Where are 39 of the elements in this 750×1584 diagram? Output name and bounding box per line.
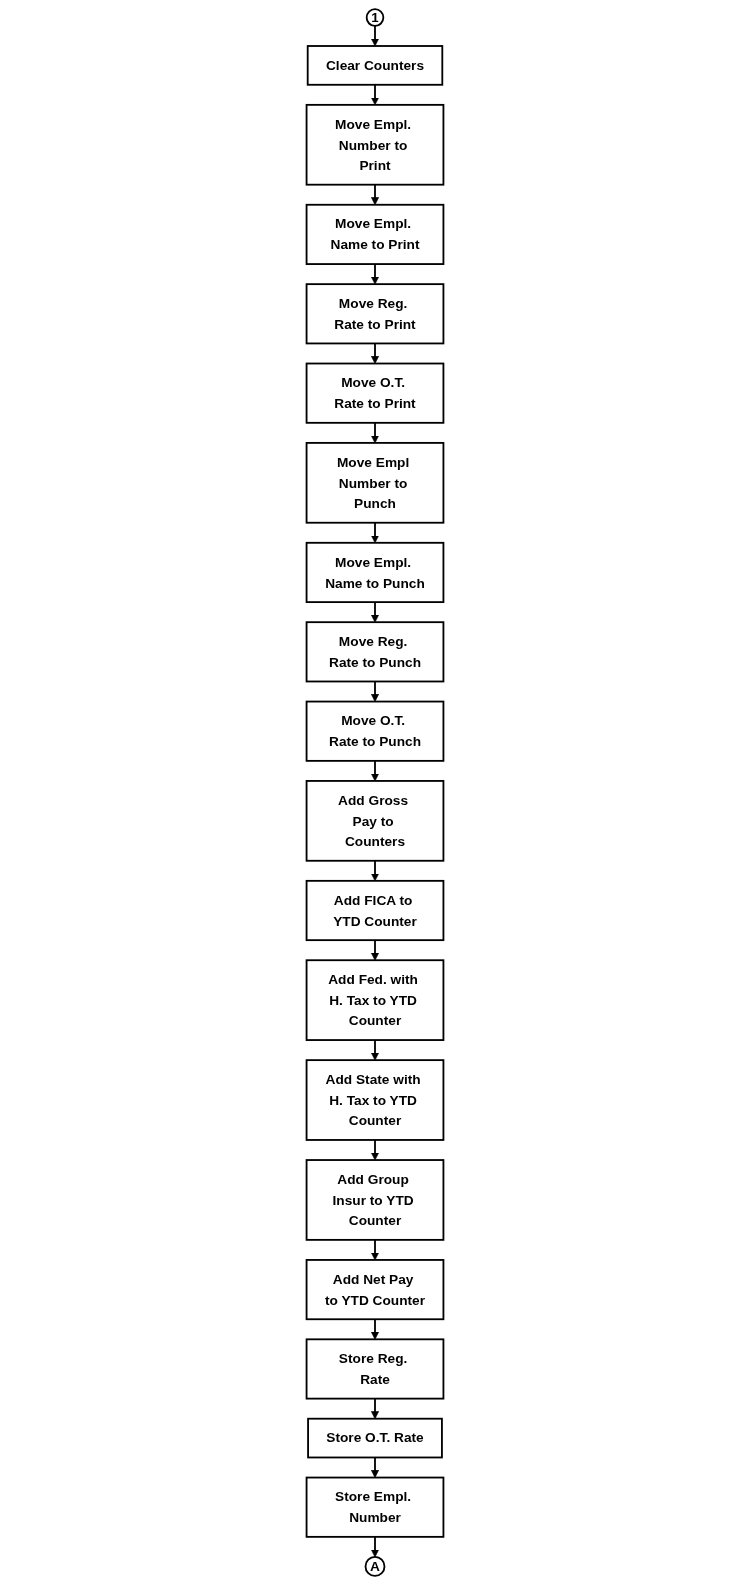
node-box: Move Empl Number to Punch — [305, 442, 445, 524]
node-box: Move Empl. Name to Print — [305, 203, 445, 265]
node-box: Store Empl. Number — [305, 1476, 445, 1538]
arrow — [371, 421, 379, 444]
node-box: Move Reg. Rate to Print — [305, 283, 445, 345]
arrow — [371, 521, 379, 544]
node-circle: 1 — [365, 8, 385, 27]
node-box: Move O.T. Rate to Print — [305, 362, 445, 424]
node-box: Add Gross Pay to Counters — [305, 780, 445, 862]
arrow — [371, 83, 379, 106]
arrow — [371, 1456, 379, 1478]
arrow — [371, 25, 379, 47]
node-box: Move Empl. Number to Print — [305, 103, 445, 186]
arrow — [371, 183, 379, 206]
node-box: Add State with H. Tax to YTD Counter — [305, 1059, 445, 1141]
arrow — [371, 1318, 379, 1340]
node-box: Clear Counters — [306, 45, 444, 86]
node-box: Store Reg. Rate — [305, 1338, 445, 1400]
arrow — [371, 1238, 379, 1261]
arrow — [371, 939, 379, 961]
node-box: Add Net Pay to YTD Counter — [305, 1259, 445, 1321]
node-circle: A — [364, 1556, 386, 1577]
node-box: Add FICA to YTD Counter — [305, 879, 445, 942]
arrow — [371, 680, 379, 702]
node-box: Add Fed. with H. Tax to YTD Counter — [305, 959, 445, 1041]
arrow — [371, 759, 379, 782]
node-box: Move Empl. Name to Punch — [305, 541, 445, 603]
node-box: Move O.T. Rate to Punch — [305, 700, 445, 762]
node-box: Store O.T. Rate — [307, 1417, 443, 1459]
node-box: Add Group Insur to YTD Counter — [305, 1159, 445, 1241]
arrow — [371, 1039, 379, 1061]
arrow — [371, 1397, 379, 1420]
arrow — [371, 342, 379, 364]
arrow — [371, 859, 379, 882]
arrow — [371, 1535, 379, 1558]
node-box: Move Reg. Rate to Punch — [305, 621, 445, 683]
arrow — [371, 601, 379, 623]
arrow — [371, 263, 379, 285]
arrow — [371, 1139, 379, 1161]
